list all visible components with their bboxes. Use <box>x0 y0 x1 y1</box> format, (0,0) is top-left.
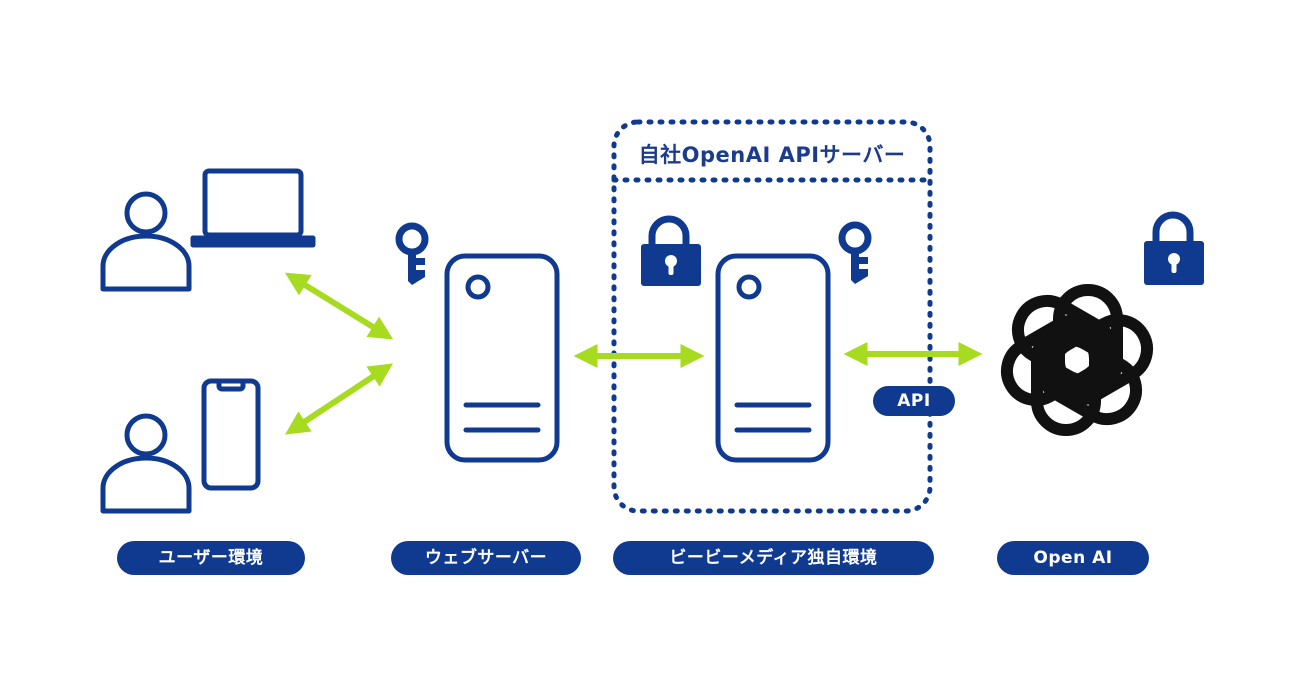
label-user-environment: ユーザー環境 <box>117 541 305 575</box>
lock-icon-openai <box>1144 211 1204 285</box>
openai-api-server-boundary <box>611 119 933 514</box>
user-icon-top <box>100 191 192 292</box>
web-server-icon <box>444 253 560 463</box>
label-open-ai: Open AI <box>997 541 1149 575</box>
arrow-phone-to-webserver <box>284 363 394 435</box>
arrow-laptop-to-webserver <box>284 272 394 340</box>
label-bb-media-environment: ビービーメディア独自環境 <box>613 541 934 575</box>
label-web-server: ウェブサーバー <box>391 541 581 575</box>
key-icon-apiserver <box>838 221 872 284</box>
lock-icon-apiserver <box>641 215 701 286</box>
openai-logo-icon <box>1000 284 1154 436</box>
user-icon-bottom <box>100 413 192 514</box>
api-edge-label: API <box>873 386 955 416</box>
key-icon-webserver <box>395 222 429 285</box>
smartphone-icon <box>201 378 261 491</box>
laptop-icon <box>190 168 316 248</box>
api-server-icon <box>715 253 831 463</box>
api-server-box-title: 自社OpenAI APIサーバー <box>638 143 906 167</box>
